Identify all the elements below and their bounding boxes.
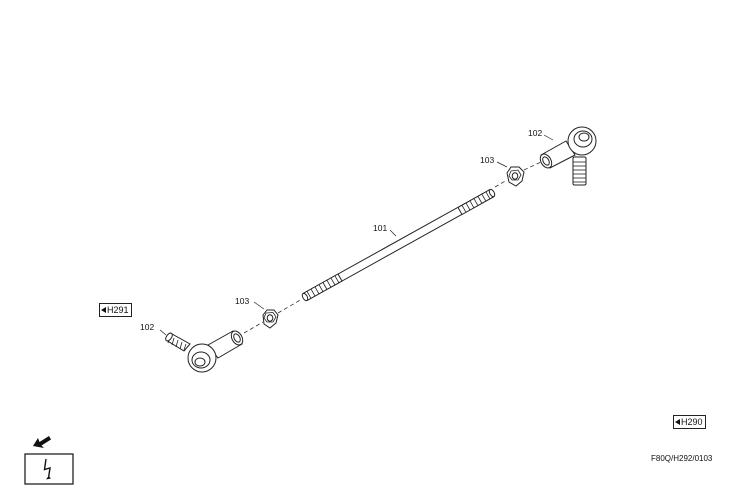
threaded-rod[interactable] <box>301 188 496 302</box>
ball-joint-left[interactable] <box>164 329 245 373</box>
arrow-down-left-icon <box>33 436 51 448</box>
reference-h291[interactable]: H291 <box>99 303 132 317</box>
reference-h290[interactable]: H290 <box>673 415 706 429</box>
drawing-code: F80Q/H292/0103 <box>651 454 713 463</box>
hex-nut-right[interactable] <box>506 166 525 187</box>
hex-nut-left[interactable] <box>262 309 279 329</box>
part-label-102-right: 102 <box>528 128 542 138</box>
electrical-symbol-icon[interactable] <box>22 432 78 488</box>
leader-lines <box>159 134 554 336</box>
part-label-102-left: 102 <box>140 322 154 332</box>
part-label-103-left: 103 <box>235 296 249 306</box>
arrow-left-icon <box>101 307 106 313</box>
arrow-left-icon <box>675 419 680 425</box>
part-label-101: 101 <box>373 223 387 233</box>
assembly-axis <box>243 161 542 334</box>
part-label-103-right: 103 <box>480 155 494 165</box>
ball-joint-right[interactable] <box>538 126 597 186</box>
